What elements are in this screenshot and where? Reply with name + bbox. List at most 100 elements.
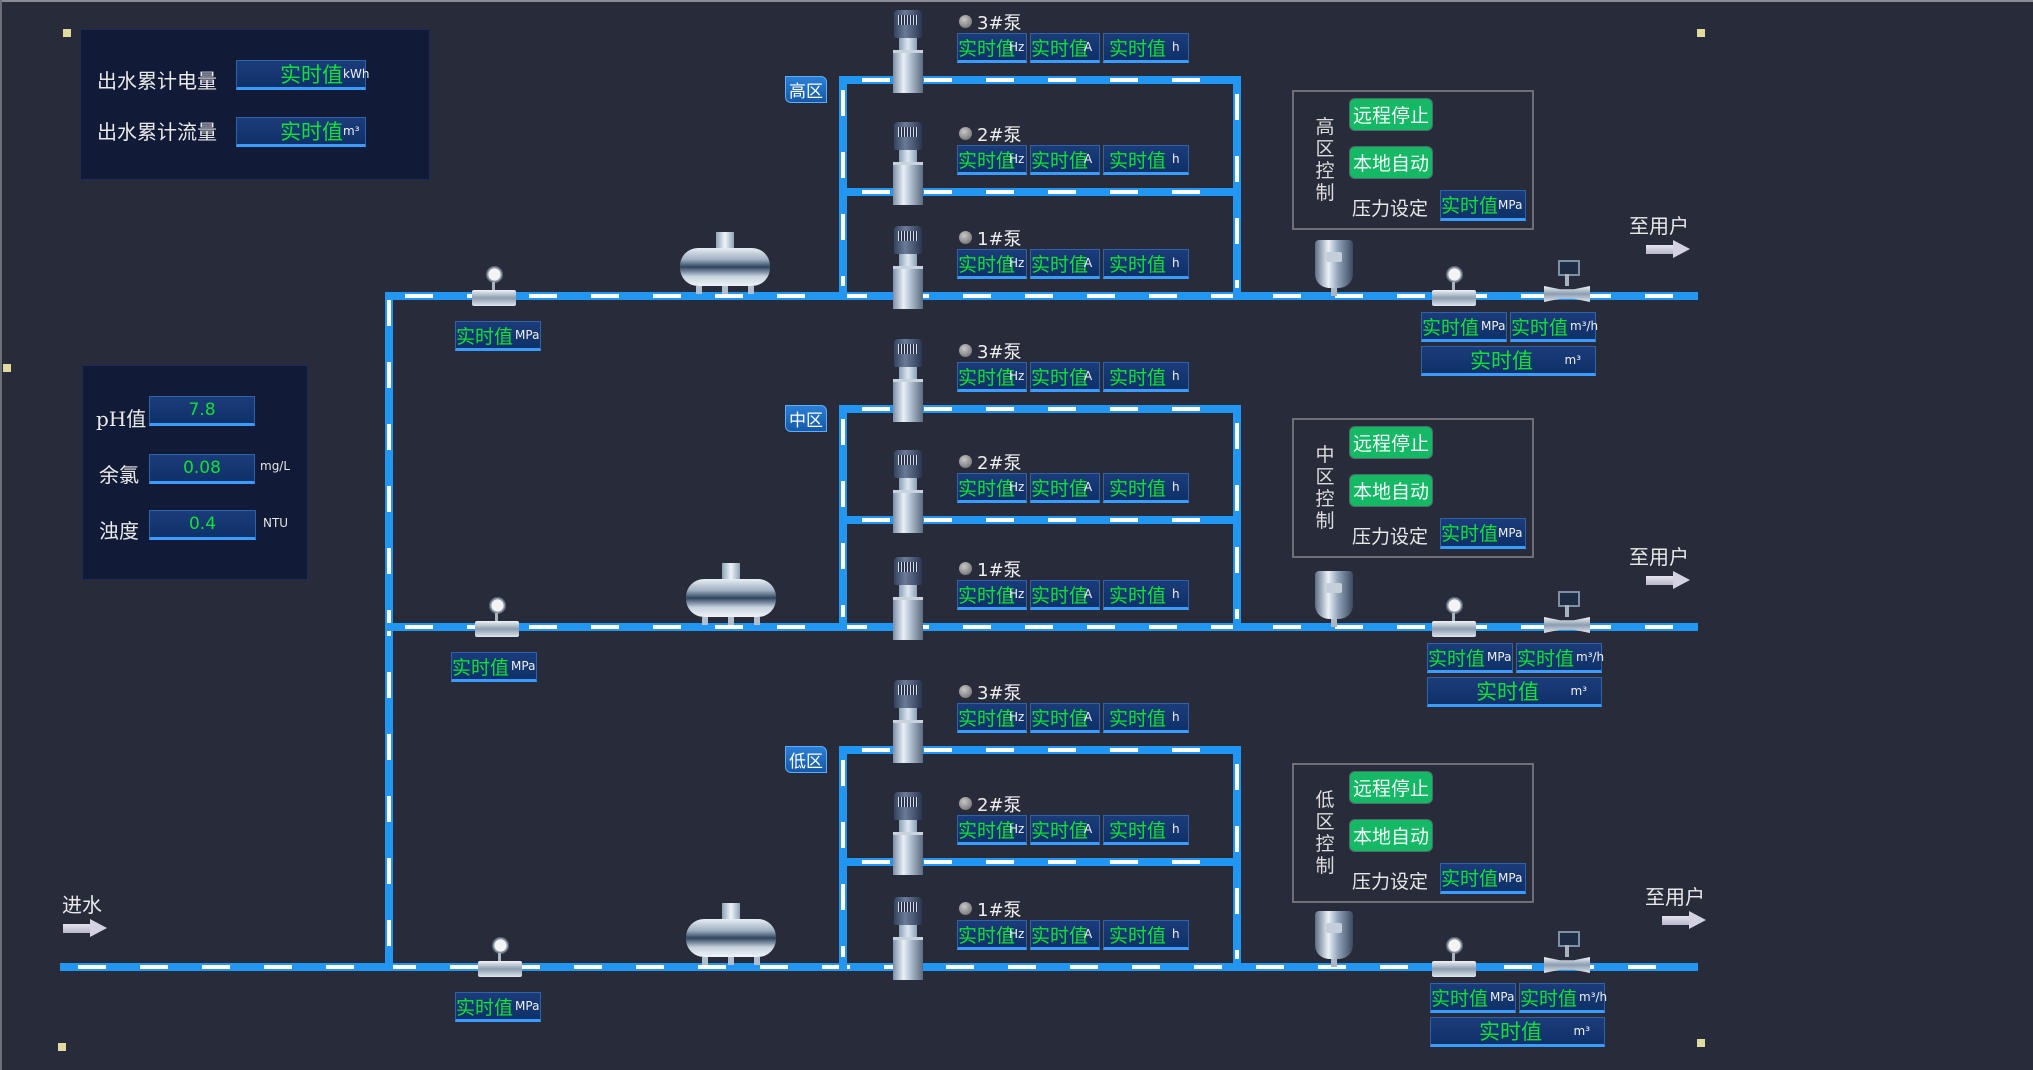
inlet-pressure-unit: MPa: [511, 659, 536, 673]
pump-frequency-value: 实时值: [958, 924, 1016, 947]
corner-handle-icon: [1697, 29, 1705, 37]
pump-1#泵-icon[interactable]: [891, 226, 925, 309]
pump-frequency-unit: Hz: [1009, 480, 1025, 494]
pump-runtime-value: 实时值: [1109, 477, 1167, 500]
pump-frequency-unit: Hz: [1009, 369, 1025, 383]
energy-unit: kWh: [343, 67, 370, 81]
pump-1#泵-icon[interactable]: [891, 897, 925, 980]
corner-handle-icon: [3, 364, 11, 372]
flow-meter-icon: [1544, 931, 1590, 975]
pump-name: 1#泵: [977, 900, 1022, 921]
buffer-vessel-icon: [1315, 911, 1353, 967]
local-auto-button[interactable]: 本地自动: [1349, 819, 1434, 852]
remote-stop-button[interactable]: 远程停止: [1349, 771, 1434, 804]
outlet-flow-value: 实时值: [1520, 987, 1578, 1010]
outlet-pressure-value: 实时值: [1428, 647, 1486, 670]
pressure-gauge-icon: [478, 937, 522, 977]
remote-stop-button[interactable]: 远程停止: [1349, 426, 1434, 459]
pressure-setpoint-label: 压力设定: [1352, 526, 1429, 548]
pump-current-value: 实时值: [1031, 253, 1089, 276]
local-auto-button[interactable]: 本地自动: [1349, 146, 1434, 179]
pump-current-value: 实时值: [1031, 37, 1089, 60]
ph-value-field: 7.8: [149, 396, 255, 426]
outlet-total-value: 实时值: [1476, 680, 1539, 704]
flow-animation: [862, 518, 1232, 522]
remote-stop-button[interactable]: 远程停止: [1349, 98, 1434, 131]
flow-animation: [78, 965, 1688, 969]
outlet-total-value: 实时值: [1470, 349, 1533, 373]
pump-2#泵-icon[interactable]: [891, 792, 925, 875]
energy-panel: 出水累计电量 实时值 kWh 出水累计流量 实时值 m³: [80, 29, 430, 180]
pump-runtime-unit: h: [1172, 927, 1180, 941]
pump-status-indicator: [959, 902, 972, 915]
window-top-border: [0, 0, 2033, 2]
outlet-arrow-icon: [1662, 911, 1706, 929]
pump-current-unit: A: [1084, 256, 1093, 270]
pump-current-unit: A: [1084, 369, 1093, 383]
pump-frequency-value: 实时值: [958, 366, 1016, 389]
pump-frequency-unit: Hz: [1009, 152, 1025, 166]
pump-1#泵-icon[interactable]: [891, 557, 925, 640]
outlet-pressure-unit: MPa: [1487, 650, 1512, 664]
pump-status-indicator: [959, 231, 972, 244]
pump-status-indicator: [959, 344, 972, 357]
pump-frequency-value: 实时值: [958, 819, 1016, 842]
pressure-tank-icon: [686, 903, 776, 965]
turbidity-label: 浊度: [99, 519, 139, 543]
chlorine-label: 余氯: [99, 463, 139, 487]
inlet-pressure-unit: MPa: [515, 999, 540, 1013]
inlet-pressure-value: 实时值: [456, 325, 514, 348]
pump-status-indicator: [959, 127, 972, 140]
inlet-arrow-icon: [63, 919, 107, 937]
local-auto-button[interactable]: 本地自动: [1349, 474, 1434, 507]
pump-current-value: 实时值: [1031, 819, 1089, 842]
pump-current-unit: A: [1084, 587, 1093, 601]
pump-3#泵-icon[interactable]: [891, 680, 925, 763]
pump-current-unit: A: [1084, 822, 1093, 836]
pump-2#泵-icon[interactable]: [891, 122, 925, 205]
pump-runtime-unit: h: [1172, 587, 1180, 601]
pump-3#泵-icon[interactable]: [891, 339, 925, 422]
pump-name: 2#泵: [977, 795, 1022, 816]
outlet-total-unit: m³: [1570, 684, 1588, 698]
outlet-total-unit: m³: [1564, 353, 1582, 367]
pump-runtime-unit: h: [1172, 40, 1180, 54]
pressure-setpoint-label: 压力设定: [1352, 871, 1429, 893]
pressure-setpoint-label: 压力设定: [1352, 198, 1429, 220]
pump-status-indicator: [959, 15, 972, 28]
pump-2#泵-icon[interactable]: [891, 450, 925, 533]
flow-animation: [862, 190, 1232, 194]
pump-3#泵-icon[interactable]: [891, 10, 925, 93]
flow-animation: [862, 748, 1232, 752]
energy-value-field: 实时值 kWh: [236, 60, 370, 90]
pressure-tank-icon: [686, 563, 776, 625]
outlet-arrow-icon: [1646, 240, 1690, 258]
energy-value: 实时值: [280, 63, 343, 87]
pump-frequency-unit: Hz: [1009, 822, 1025, 836]
pressure-gauge-icon: [472, 266, 516, 306]
pressure-setpoint-value: 实时值: [1441, 195, 1499, 217]
chlorine-value: 0.08: [183, 458, 221, 478]
outlet-flow-unit: m³/h: [1570, 319, 1599, 333]
pump-current-unit: A: [1084, 480, 1093, 494]
pump-frequency-value: 实时值: [958, 37, 1016, 60]
pump-runtime-value: 实时值: [1109, 253, 1167, 276]
outlet-flow-value: 实时值: [1511, 316, 1569, 339]
control-title: 中区控制: [1315, 444, 1335, 532]
